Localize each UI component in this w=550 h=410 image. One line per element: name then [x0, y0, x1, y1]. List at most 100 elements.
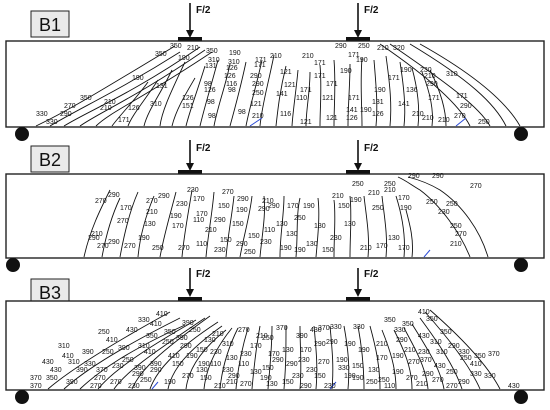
beam-b3-load-right: F/2	[346, 268, 379, 301]
crack-label: 250	[294, 215, 306, 222]
crack-label: 290	[108, 192, 120, 199]
crack-label: 310	[150, 101, 162, 108]
crack-label: 370	[318, 325, 330, 332]
crack-label: 270	[318, 359, 330, 366]
beam-b3-cracks	[47, 309, 501, 390]
crack-label: 210	[212, 331, 224, 338]
crack-label: 210	[377, 45, 389, 52]
beam-b1-support-left	[15, 127, 29, 141]
beam-b2-load-right-label: F/2	[364, 143, 379, 154]
crack-label: 250	[152, 245, 164, 252]
crack-label: 390	[118, 345, 130, 352]
crack-label: 250	[446, 369, 458, 376]
crack-label: 310	[222, 341, 234, 348]
crack-label: 290	[326, 339, 338, 346]
crack-label: 126	[224, 73, 236, 80]
crack-label: 290	[250, 73, 262, 80]
crack-label: 190	[374, 87, 386, 94]
crack-label: 230	[222, 367, 234, 374]
crack-label: 390	[176, 335, 188, 342]
crack-label: 150	[248, 233, 260, 240]
crack-label: 270	[182, 373, 194, 380]
crack-label: 410	[144, 349, 156, 356]
crack-label: 270	[90, 383, 102, 390]
crack-label: 170	[398, 195, 410, 202]
crack-label: 190	[392, 369, 404, 376]
crack-label: 390	[182, 320, 194, 327]
crack-label: 350	[146, 333, 158, 340]
crack-label: 126	[182, 95, 194, 102]
crack-label: 370	[30, 383, 42, 390]
crack-label: 141	[398, 101, 410, 108]
beam-b1-load-right: F/2	[346, 3, 379, 41]
crack-label: 310	[436, 349, 448, 356]
crack-label: 126	[346, 115, 358, 122]
crack-label: 150	[282, 379, 294, 386]
crack-label: 171	[428, 95, 440, 102]
crack-label: 350	[155, 51, 167, 58]
crack-label: 210	[416, 381, 428, 388]
crack-label: 110	[264, 227, 275, 234]
crack-label: 130	[276, 221, 288, 228]
crack-label: 126	[204, 87, 216, 94]
crack-label: 290	[426, 81, 438, 88]
crack-label: 210	[104, 99, 116, 106]
crack-label: 370	[488, 351, 500, 358]
crack-label: 210	[424, 73, 436, 80]
crack-label: 170	[376, 243, 388, 250]
crack-label: 190	[138, 235, 150, 242]
crack-label: 290	[422, 371, 434, 378]
crack-label: 190	[356, 57, 368, 64]
beam-b2-crack-labels: 290 270 290 270 230 210 230 170 190 270 …	[88, 173, 482, 256]
crack-label: 290	[286, 361, 298, 368]
crack-label: 350	[426, 316, 438, 323]
crack-label: 150	[322, 247, 334, 254]
crack-label: 126	[128, 105, 140, 112]
crack-label: 131	[372, 99, 384, 106]
crack-label: 210	[332, 193, 344, 200]
crack-label: 390	[76, 367, 88, 374]
crack-label: 110	[196, 241, 207, 248]
crack-label: 190	[164, 379, 176, 386]
crack-label: 390	[66, 379, 78, 386]
crack-label: 130	[344, 221, 356, 228]
crack-label: 210	[262, 198, 274, 205]
crack-label: 270	[64, 103, 76, 110]
crack-label: 330	[138, 317, 150, 324]
beam-b1-panel: B1 F/2 F/2	[5, 3, 545, 141]
beam-b2-load-left-label: F/2	[196, 143, 211, 154]
beam-b1-crack-labels: 350 210 350 190 350 310 290 250 210 320 …	[36, 43, 490, 126]
crack-label: 190	[280, 245, 292, 252]
crack-label: 290	[228, 373, 240, 380]
crack-label: 290	[237, 196, 249, 203]
crack-label: 210	[368, 190, 380, 197]
crack-label: 250	[446, 201, 458, 208]
crack-label: 150	[220, 237, 232, 244]
beam-b3-support-right	[514, 390, 528, 404]
crack-label: 370	[96, 367, 108, 374]
crack-label: 250	[378, 377, 390, 384]
crack-label: 110	[210, 361, 221, 368]
crack-label: 98	[238, 109, 246, 116]
crack-label: 410	[106, 337, 118, 344]
crack-label: 230	[298, 357, 310, 364]
crack-label: 230	[112, 363, 124, 370]
crack-label: 250	[384, 181, 396, 188]
beam-b1-load-left-label: F/2	[196, 5, 211, 16]
crack-label: 126	[226, 65, 238, 72]
crack-label: 270	[110, 379, 122, 386]
crack-label: 190	[198, 361, 210, 368]
crack-label: 190	[236, 207, 248, 214]
crack-label: 290	[268, 203, 280, 210]
crack-label: 270	[408, 359, 420, 366]
beam-b1-load-left: F/2	[178, 3, 211, 41]
crack-label: 210	[438, 117, 450, 124]
crack-label: 170	[120, 205, 132, 212]
crack-label: 270	[432, 377, 444, 384]
crack-label: 410	[418, 309, 430, 316]
crack-label: 210	[422, 115, 434, 122]
crack-label: 250	[372, 205, 384, 212]
beam-b3-body	[5, 300, 545, 391]
crack-label: 410	[168, 353, 180, 360]
